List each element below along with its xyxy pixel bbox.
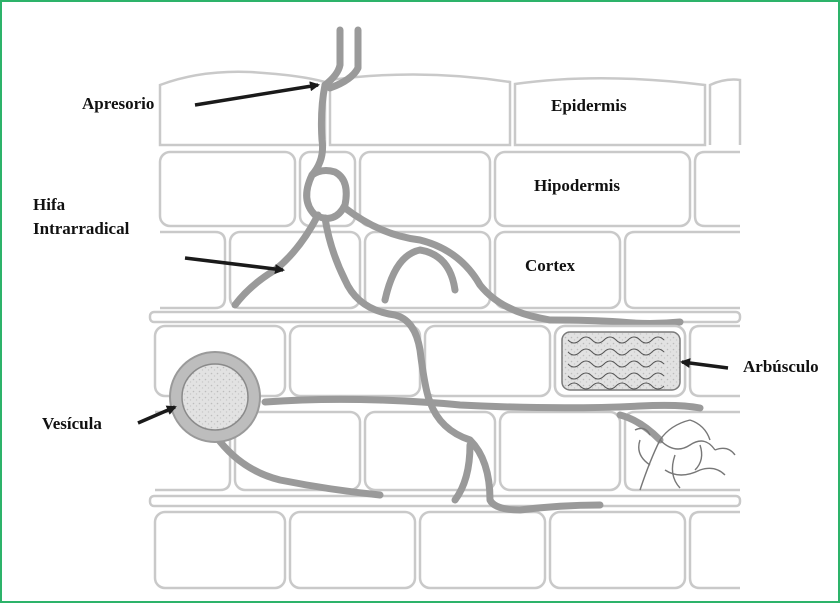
epidermis-layer	[160, 72, 740, 145]
label-apresorio: Apresorio	[82, 94, 154, 113]
hipodermis-layer	[160, 152, 740, 226]
cortex-divider-2	[150, 496, 740, 506]
label-vesicula: Vesícula	[42, 414, 102, 433]
label-hipodermis: Hipodermis	[534, 176, 620, 195]
label-arbusculo: Arbúsculo	[743, 357, 819, 376]
label-epidermis: Epidermis	[551, 96, 627, 115]
label-cortex: Cortex	[525, 256, 576, 275]
label-hifa-line1: Hifa	[33, 195, 66, 214]
arbuscule-upper	[555, 326, 685, 396]
label-hifa-line2: Intrarradical	[33, 219, 130, 238]
vesicle	[170, 352, 260, 442]
bottom-cell-layer	[155, 512, 740, 588]
